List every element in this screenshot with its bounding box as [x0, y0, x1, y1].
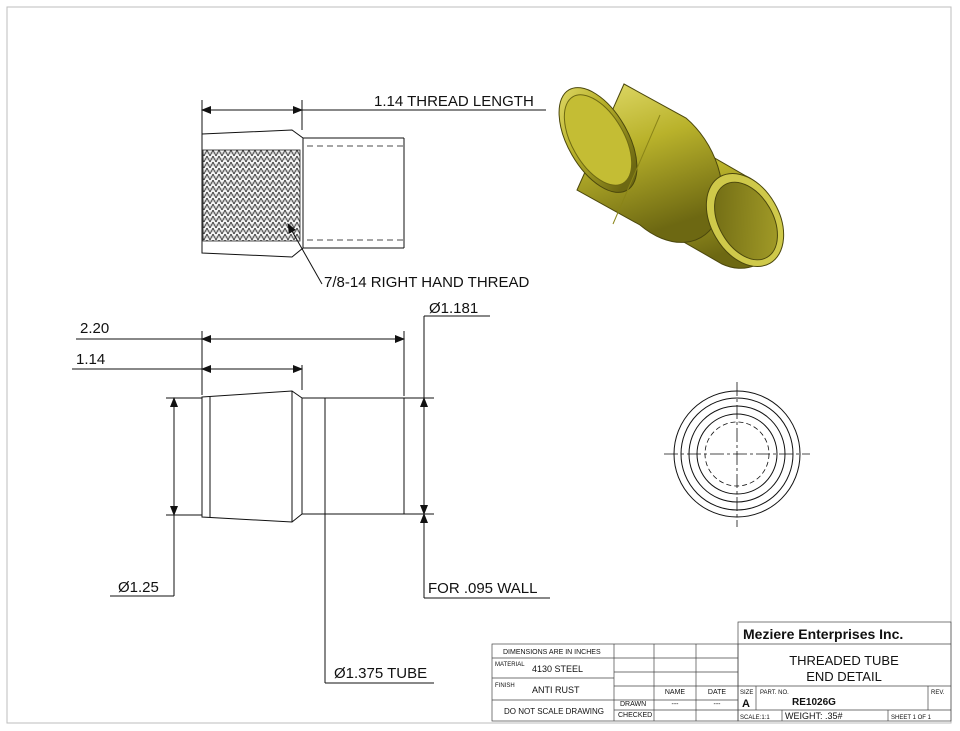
finish-label: FINISH [495, 683, 515, 689]
dimensions-note: DIMENSIONS ARE IN INCHES [503, 649, 601, 656]
wall-note: FOR .095 WALL [428, 580, 537, 597]
checked-label: CHECKED [618, 712, 652, 719]
drawing-title-line1: THREADED TUBE [789, 653, 899, 668]
outer-diameter-note: Ø1.181 [429, 300, 478, 317]
tube-diameter-note: Ø1.375 TUBE [334, 665, 427, 682]
overall-length-label: 2.20 [80, 320, 109, 337]
drawn-label: DRAWN [620, 701, 646, 708]
size-label: SIZE [740, 690, 753, 696]
size-value: A [742, 698, 750, 710]
drawing-title-line2: END DETAIL [806, 669, 882, 684]
material-value: 4130 STEEL [532, 664, 583, 674]
thread-leader [287, 223, 323, 285]
material-label: MATERIAL [495, 662, 525, 668]
title-block [491, 621, 952, 722]
drawn-name: --- [672, 701, 680, 708]
company-name: Meziere Enterprises Inc. [743, 626, 903, 642]
scale-value: SCALE:1:1 [740, 715, 770, 721]
do-not-scale-note: DO NOT SCALE DRAWING [504, 707, 604, 716]
thread-length-note: 1.14 THREAD LENGTH [374, 93, 534, 110]
part-no-label: PART. NO. [760, 690, 789, 696]
thread-length-label: 1.14 [76, 351, 105, 368]
top-view [201, 100, 546, 285]
thread-spec-note: 7/8-14 RIGHT HAND THREAD [324, 274, 529, 291]
part-no-value: RE1026G [792, 697, 836, 708]
weight-value: WEIGHT: .35# [785, 711, 843, 721]
cone-section [201, 390, 303, 523]
name-header: NAME [665, 689, 686, 696]
isometric-view [558, 83, 785, 269]
end-view [664, 382, 810, 527]
tube-section [301, 397, 405, 515]
date-header: DATE [708, 689, 726, 696]
drawn-date: --- [714, 701, 722, 708]
small-diameter-note: Ø1.25 [118, 579, 159, 596]
finish-value: ANTI RUST [532, 685, 580, 695]
side-view [72, 315, 550, 684]
sheet-value: SHEET 1 OF 1 [891, 715, 932, 721]
page-border [6, 6, 952, 724]
rev-label: REV. [931, 690, 945, 696]
